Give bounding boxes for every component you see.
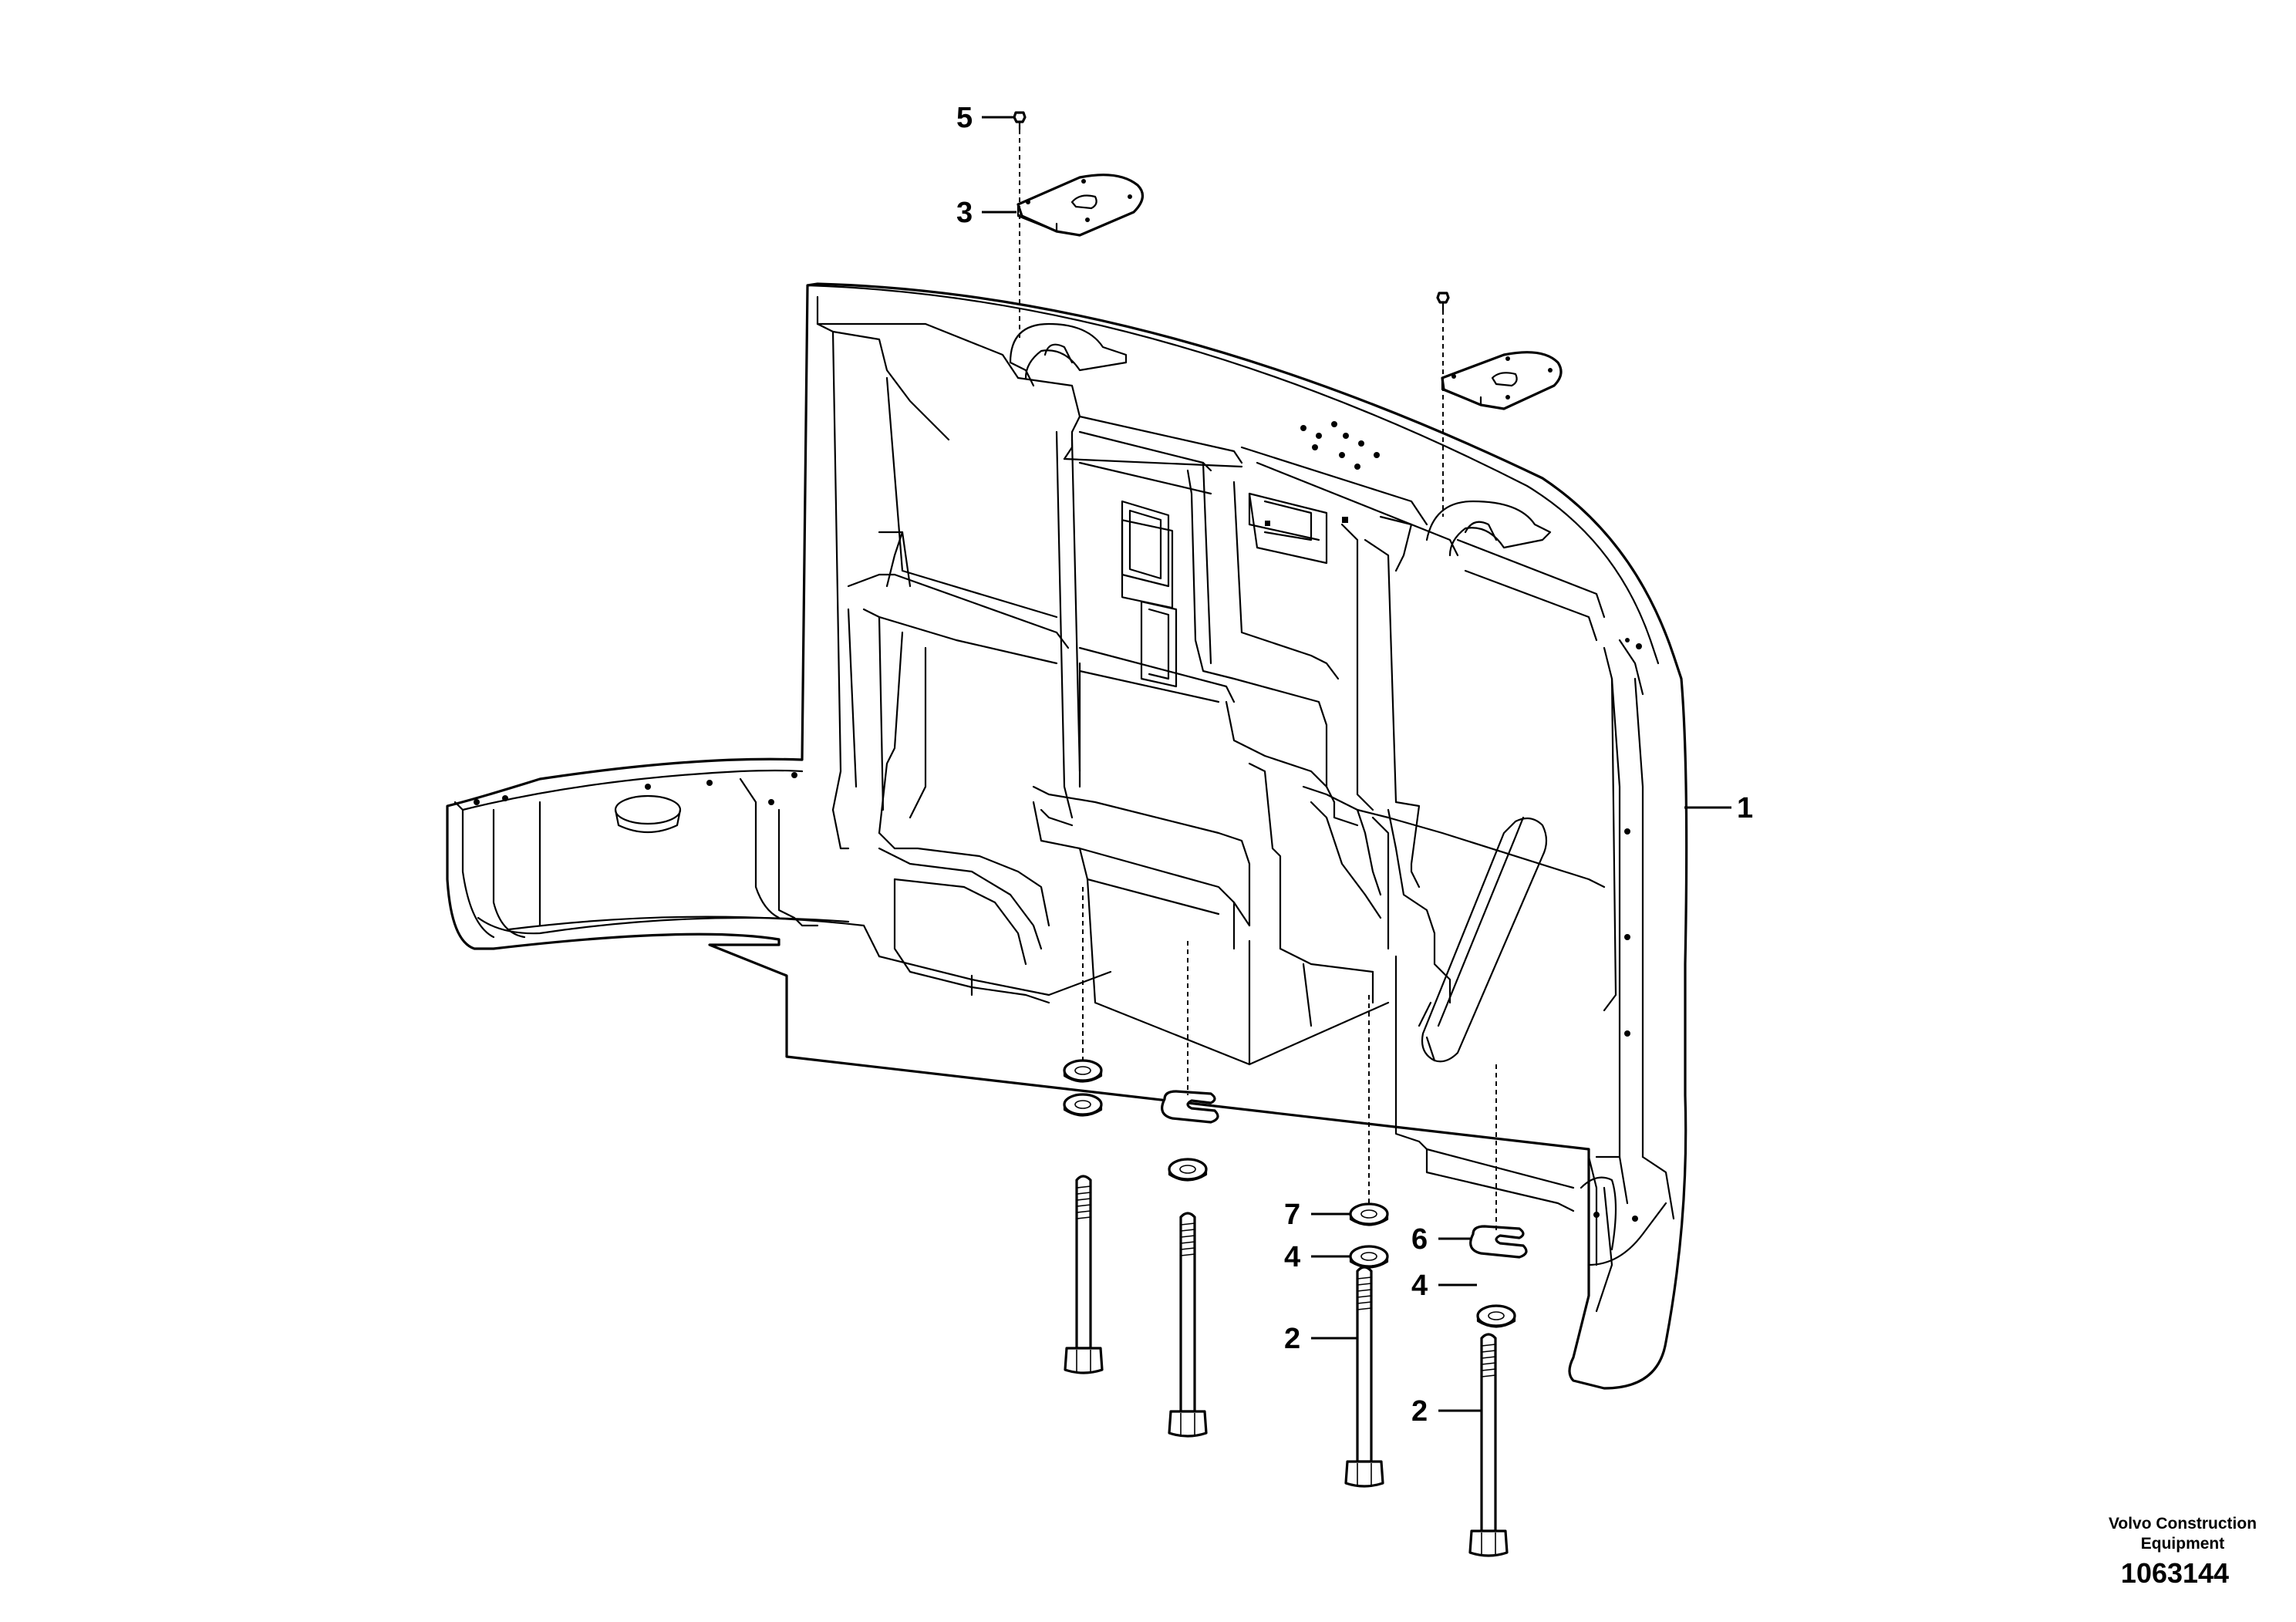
shim-6 <box>1469 1225 1528 1259</box>
brand-line-2: Equipment <box>2141 1535 2225 1553</box>
callout-leaders <box>982 116 1731 1412</box>
callout-2-center: 2 <box>1284 1323 1300 1355</box>
washer-center <box>1168 1158 1208 1182</box>
washer-4-center <box>1349 1245 1389 1269</box>
mounting-plate-right <box>1441 351 1563 410</box>
callout-1: 1 <box>1737 792 1753 824</box>
callout-4-right: 4 <box>1411 1270 1428 1302</box>
washer-left-upper <box>1063 1059 1103 1083</box>
callout-7: 7 <box>1284 1199 1300 1231</box>
callout-6: 6 <box>1411 1223 1428 1256</box>
bolt-left <box>1064 1175 1104 1374</box>
bolt-center <box>1168 1212 1208 1438</box>
washer-4-right <box>1476 1304 1516 1328</box>
callout-2-right: 2 <box>1411 1395 1428 1428</box>
bolt-2-right <box>1468 1333 1509 1557</box>
washer-7 <box>1349 1202 1389 1226</box>
washer-left-lower <box>1063 1093 1103 1117</box>
callout-4-center: 4 <box>1284 1241 1300 1273</box>
brand-line-1: Volvo Construction <box>2109 1515 2257 1533</box>
assembly-lines <box>1019 130 1497 1233</box>
mounting-plate-left <box>1017 174 1144 237</box>
screw-top-left <box>1013 111 1027 131</box>
drawing-number: 1063144 <box>2121 1557 2229 1589</box>
callout-5: 5 <box>956 102 973 134</box>
callout-3: 3 <box>956 197 973 229</box>
shim-left <box>1161 1090 1219 1124</box>
bolt-2-center <box>1344 1266 1384 1488</box>
counterweight <box>446 282 1688 1390</box>
screw-top-right <box>1436 292 1450 312</box>
